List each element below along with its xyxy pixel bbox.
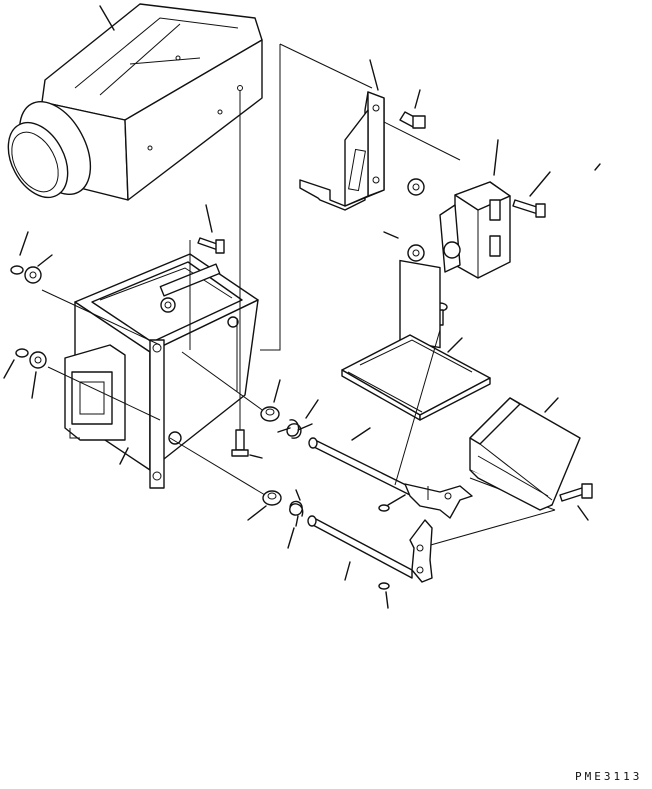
drawing-code-label: PME3113 — [575, 770, 643, 783]
shutter-plate — [341, 334, 491, 421]
air-duct — [7, 3, 263, 201]
heater-box — [64, 253, 259, 489]
bolt-cover-right — [559, 483, 593, 521]
grommet-center — [260, 379, 281, 422]
spring-lower — [287, 489, 304, 549]
nut-upper-left — [10, 231, 53, 284]
nut-mid-left — [3, 348, 47, 399]
bolt-vertical-long — [231, 85, 263, 459]
cover — [469, 397, 581, 511]
limit-switch — [383, 139, 511, 349]
shaft-lower — [307, 515, 433, 583]
bolt-top-center — [197, 204, 225, 254]
switch-bracket — [299, 59, 385, 211]
snap-ring-lower — [378, 582, 390, 609]
bolt-switch-right — [512, 171, 551, 218]
shaft-upper — [308, 329, 473, 519]
spring-upper — [277, 399, 319, 439]
grommet-lower — [247, 490, 282, 521]
bolt-switch-bracket — [399, 89, 426, 129]
snap-ring-upper — [378, 494, 406, 512]
leader-lines — [594, 163, 601, 171]
assembly-guide-lines — [41, 43, 556, 549]
